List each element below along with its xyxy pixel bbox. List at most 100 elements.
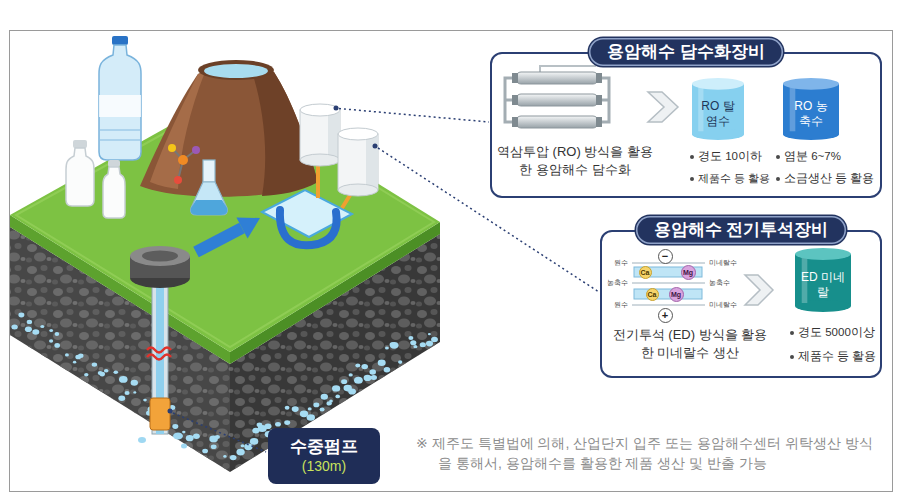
- water-bubble: [215, 435, 220, 439]
- water-bubble: [408, 336, 413, 340]
- water-bubble: [390, 342, 396, 347]
- water-bubble: [84, 373, 88, 376]
- flow-arrow-part: [196, 228, 242, 252]
- water-bubble: [250, 438, 258, 445]
- water-bubble: [73, 361, 76, 364]
- flow-arrow-part: [236, 217, 260, 238]
- flow-label: 농축수: [604, 279, 628, 287]
- tank-text-box: ED 미네랄: [795, 248, 851, 312]
- water-bubble: [348, 388, 356, 394]
- ed-cell: [632, 263, 705, 305]
- water-bubble: [355, 364, 360, 368]
- water-bubble: [11, 325, 17, 330]
- molecule-part: [192, 146, 200, 154]
- water-bubble: [119, 376, 128, 383]
- tank-text-box: RO 탈염수: [692, 78, 744, 140]
- leader-line-part: [334, 106, 339, 111]
- water-bubble: [257, 423, 263, 428]
- tank-label: RO 농축수: [789, 99, 833, 128]
- submersible-pump-part: [142, 251, 178, 262]
- flow-label-box: 미네랄수: [709, 259, 741, 267]
- water-bubble: [300, 410, 308, 417]
- water-bottle: [99, 36, 141, 160]
- water-bubble: [223, 455, 226, 458]
- storage-tank: [300, 104, 378, 196]
- spec-text: 제품수 등 활용: [698, 172, 770, 186]
- flask: [191, 160, 228, 215]
- volcano-part: [140, 65, 318, 197]
- storage-tank-part: [300, 110, 340, 160]
- note-box: ※ 제주도 특별법에 의해, 산업단지 입주 또는 용암해수센터 위탁생산 방식…: [416, 433, 886, 474]
- water-bubble: [230, 455, 237, 460]
- spec-text: 염분 6~7%: [784, 150, 841, 164]
- flow-label-box: 농축수: [709, 279, 741, 287]
- storage-tank-part: [338, 184, 378, 196]
- water-bubble: [361, 364, 368, 369]
- panel-title: 용암해수 전기투석장비: [654, 220, 829, 240]
- storage-tank-part: [366, 134, 378, 190]
- flow-arrow: [196, 217, 260, 252]
- flow-label: 미네랄수: [709, 301, 741, 309]
- water-bottle-part: [112, 36, 128, 45]
- water-bubble: [341, 379, 347, 384]
- submersible-pump-part: [147, 348, 171, 353]
- ion-symbol: Mg: [683, 269, 693, 276]
- storage-tank-part: [300, 104, 340, 116]
- submersible-pump-part: [147, 355, 171, 360]
- water-bubble: [18, 313, 24, 318]
- water-bubble: [307, 414, 315, 421]
- flow-label: 원수: [604, 259, 628, 267]
- ro-membrane-unit-part: [516, 94, 598, 106]
- bullet-dot: [790, 331, 794, 335]
- title-pill: 용암해수 전기투석장비: [636, 216, 847, 244]
- tank-text-box: RO 농축수: [783, 78, 839, 140]
- water-bubble: [193, 434, 200, 439]
- water-bubble: [413, 345, 417, 348]
- water-bottle-part: [100, 139, 140, 141]
- ro-membrane-unit-part: [596, 73, 602, 83]
- water-bubble: [236, 449, 244, 456]
- molecule: [168, 144, 200, 184]
- submersible-pump: [130, 246, 190, 449]
- storage-tank-part: [338, 134, 378, 190]
- water-bubble: [32, 329, 39, 335]
- tank-shape: [692, 84, 744, 134]
- water-bubble: [104, 369, 109, 373]
- ion-circle: Mg: [681, 265, 696, 280]
- water-bubble: [49, 329, 53, 332]
- submersible-pump-part: [130, 246, 190, 266]
- panel-title: 용암해수 담수화장비: [607, 42, 765, 62]
- water-bubble: [172, 424, 178, 429]
- bullet-dot: [776, 177, 780, 181]
- water-bubble: [202, 449, 208, 454]
- water-bubble: [55, 332, 60, 336]
- storage-tank-part: [338, 128, 378, 140]
- ro-membrane-unit-part: [516, 72, 598, 84]
- flow-label: 미네랄수: [709, 259, 741, 267]
- water-bubble: [284, 420, 290, 425]
- ion-circle: +: [658, 308, 673, 323]
- volcano-part: [204, 64, 268, 78]
- water-tank: RO 탈염수: [692, 78, 744, 140]
- small-bottle-part: [66, 148, 94, 206]
- pump-depth: (130m): [302, 458, 346, 475]
- leader-line-part: [373, 144, 378, 149]
- flask-part: [191, 200, 228, 215]
- ion-symbol: Ca: [641, 269, 650, 276]
- water-bottle-part: [99, 95, 141, 117]
- volcano: [140, 60, 318, 197]
- water-bottle-part: [99, 45, 141, 160]
- flow-label-box: 미네랄수: [709, 301, 741, 309]
- water-bubble: [369, 369, 376, 374]
- molecule-part: [174, 176, 182, 184]
- ion-circle: −: [658, 249, 673, 264]
- small-bottle-part: [108, 160, 120, 167]
- ion-symbol: −: [662, 251, 668, 262]
- submersible-pump-part: [173, 433, 183, 440]
- small-bottle-part: [103, 167, 125, 218]
- ion-symbol: Mg: [671, 291, 681, 298]
- water-bubble: [349, 373, 353, 376]
- bullet-dot: [776, 155, 780, 159]
